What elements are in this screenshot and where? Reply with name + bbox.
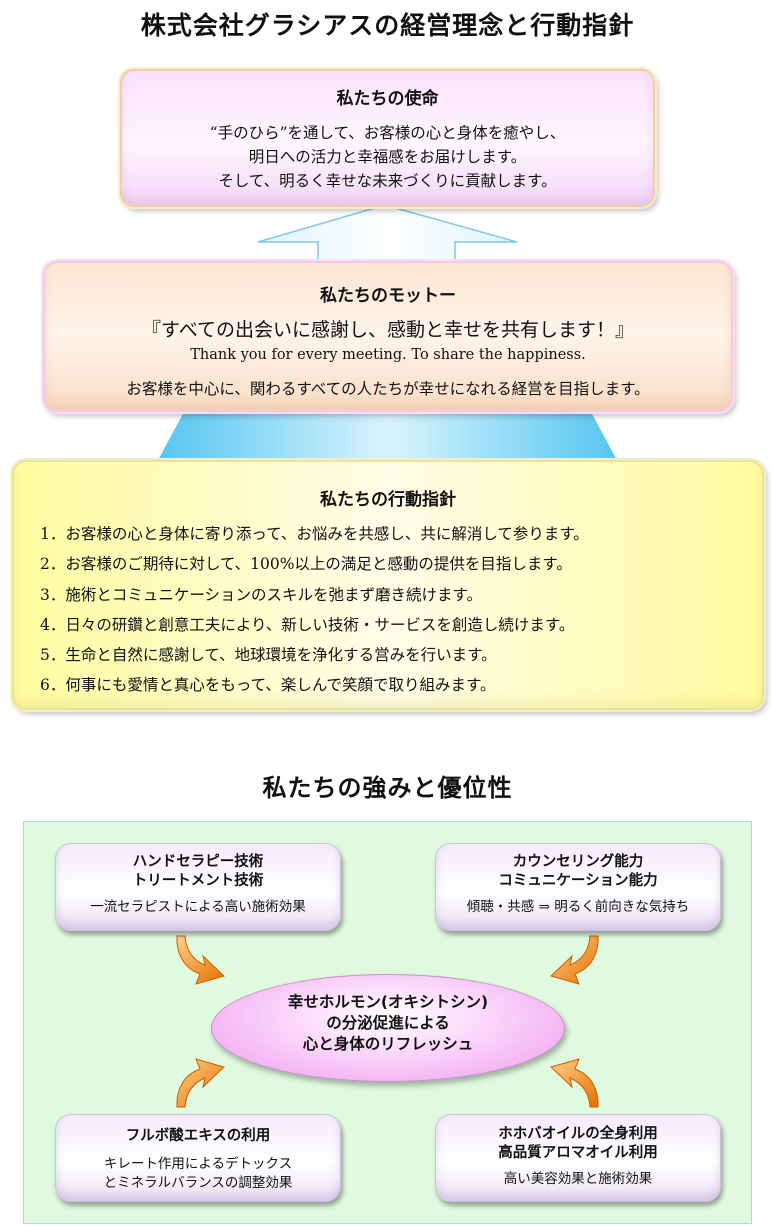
motto-description: お客様を中心に、関わるすべての人たちが幸せになれる経営を目指します。: [126, 380, 650, 398]
mission-line: そして、明るく幸せな未来づくりに貢献します。: [218, 172, 557, 190]
list-item: 5．生命と自然に感謝して、地球環境を浄化する営みを行います。: [40, 646, 497, 665]
card-title: トリートメント技術: [132, 873, 264, 889]
center-line: 幸せホルモン(オキシトシン): [287, 993, 489, 1011]
card-title: カウンセリング能力: [512, 854, 644, 870]
list-item: 2．お客様のご期待に対して、100%以上の満足と感動の提供を目指します。: [40, 555, 572, 574]
center-oxytocin-ellipse: 幸せホルモン(オキシトシン) の分泌促進による 心と身体のリフレッシュ: [211, 974, 565, 1082]
curved-arrow-icon: [176, 935, 225, 985]
motto-box: 私たちのモットー 『すべての出会いに感謝し、感動と幸せを共有します！』 Than…: [43, 261, 733, 412]
strength-card-counseling: カウンセリング能力 コミュニケーション能力 傾聴・共感 ⇒ 明るく前向きな気持ち: [435, 843, 721, 931]
motto-title: 私たちのモットー: [320, 286, 456, 306]
guidelines-box: 私たちの行動指針 1．お客様の心と身体に寄り添って、お悩みを共感し、共に解消して…: [12, 460, 764, 710]
card-title: ホホバオイルの全身利用: [498, 1126, 658, 1142]
page-title: 株式会社グラシアスの経営理念と行動指針: [140, 11, 635, 40]
card-description: キレート作用によるデトックス: [103, 1156, 293, 1172]
list-item: 3．施術とコミュニケーションのスキルを弛まず磨き続けます。: [40, 585, 483, 604]
card-title: ハンドセラピー技術: [132, 854, 264, 870]
curved-arrow-icon: [176, 1058, 225, 1108]
motto-english: Thank you for every meeting. To share th…: [190, 347, 586, 363]
card-title: コミュニケーション能力: [498, 873, 658, 889]
card-description: とミネラルバランスの調整効果: [103, 1175, 293, 1191]
motto-slogan: 『すべての出会いに感謝し、感動と幸せを共有します！』: [142, 319, 634, 341]
strength-card-hand-therapy: ハンドセラピー技術 トリートメント技術 一流セラピストによる高い施術効果: [55, 843, 341, 931]
card-description: 高い美容効果と施術効果: [503, 1171, 653, 1187]
curved-arrow-icon: [550, 1058, 599, 1108]
pyramid-connector: [157, 410, 618, 462]
strength-card-fulvic-acid: フルボ酸エキスの利用 キレート作用によるデトックス とミネラルバランスの調整効果: [55, 1114, 341, 1202]
curved-arrow-icon: [550, 935, 599, 985]
center-line: 心と身体のリフレッシュ: [302, 1035, 474, 1053]
center-line: の分泌促進による: [326, 1014, 450, 1032]
strength-card-jojoba-oil: ホホバオイルの全身利用 高品質アロマオイル利用 高い美容効果と施術効果: [435, 1114, 721, 1202]
list-item: 4．日々の研鑽と創意工夫により、新しい技術・サービスを創造し続けます。: [40, 615, 575, 634]
list-item: 6．何事にも愛情と真心をもって、楽しんで笑顔で取り組みます。: [40, 676, 496, 695]
card-title: 高品質アロマオイル利用: [498, 1145, 658, 1161]
list-item: 1．お客様の心と身体に寄り添って、お悩みを共感し、共に解消して参ります。: [40, 525, 589, 543]
mission-line: “手のひら”を通して、お客様の心と身体を癒やし、: [209, 124, 566, 142]
mission-box: 私たちの使命 “手のひら”を通して、お客様の心と身体を癒やし、 明日への活力と幸…: [120, 69, 655, 207]
up-arrow-icon: [257, 204, 518, 266]
mission-title: 私たちの使命: [336, 89, 439, 109]
card-description: 傾聴・共感 ⇒ 明るく前向きな気持ち: [466, 899, 690, 915]
guidelines-title: 私たちの行動指針: [320, 490, 456, 510]
card-title: フルボ酸エキスの利用: [125, 1128, 271, 1144]
guidelines-list: 1．お客様の心と身体に寄り添って、お悩みを共感し、共に解消して参ります。 2．お…: [40, 519, 589, 701]
mission-line: 明日への活力と幸福感をお届けします。: [248, 148, 527, 166]
card-description: 一流セラピストによる高い施術効果: [90, 899, 306, 915]
section-title: 私たちの強みと優位性: [262, 774, 513, 802]
